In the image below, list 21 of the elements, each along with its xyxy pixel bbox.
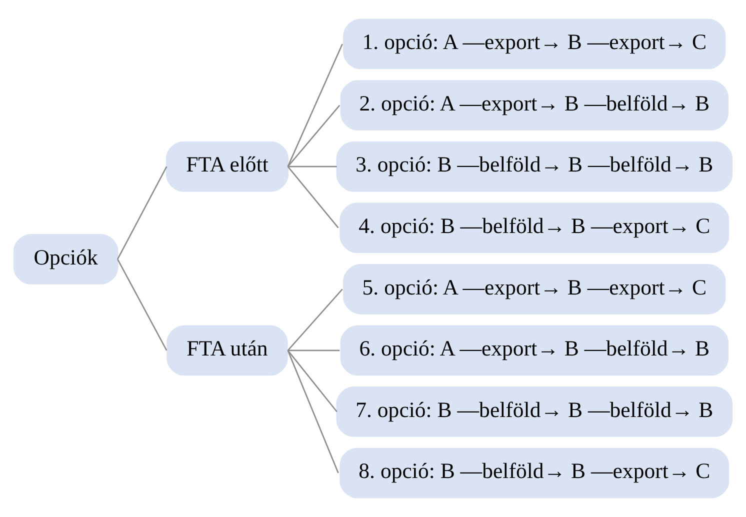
node-box: FTA előtt <box>166 141 289 192</box>
node-box: Opciók <box>13 234 118 284</box>
node-box: FTA után <box>166 325 288 376</box>
connector <box>288 350 340 352</box>
connector <box>287 350 338 412</box>
connector <box>287 44 343 167</box>
node-box: 4. opció: B —belföld→ B —export→ C <box>340 202 730 254</box>
connector <box>287 104 340 167</box>
node-box: 2. opció: A —export→ B —belföld→ B <box>340 80 728 130</box>
node-box: 7. opció: B —belföld→ B —belföld→ B <box>336 386 733 437</box>
node-box: 8. opció: B —belföld→ B —export→ C <box>340 448 730 498</box>
node-box: 1. opció: A —export→ B —export→ C <box>343 18 726 70</box>
node-box: 5. opció: A —export→ B —export→ C <box>343 264 726 314</box>
connector <box>117 258 168 351</box>
connector <box>287 288 343 351</box>
connector <box>117 166 168 260</box>
connector <box>287 166 339 228</box>
connector <box>287 350 339 474</box>
connector <box>288 166 337 168</box>
node-box: 6. opció: A —export→ B —belföld→ B <box>340 325 728 376</box>
node-box: 3. opció: B —belföld→ B —belföld→ B <box>336 141 733 192</box>
